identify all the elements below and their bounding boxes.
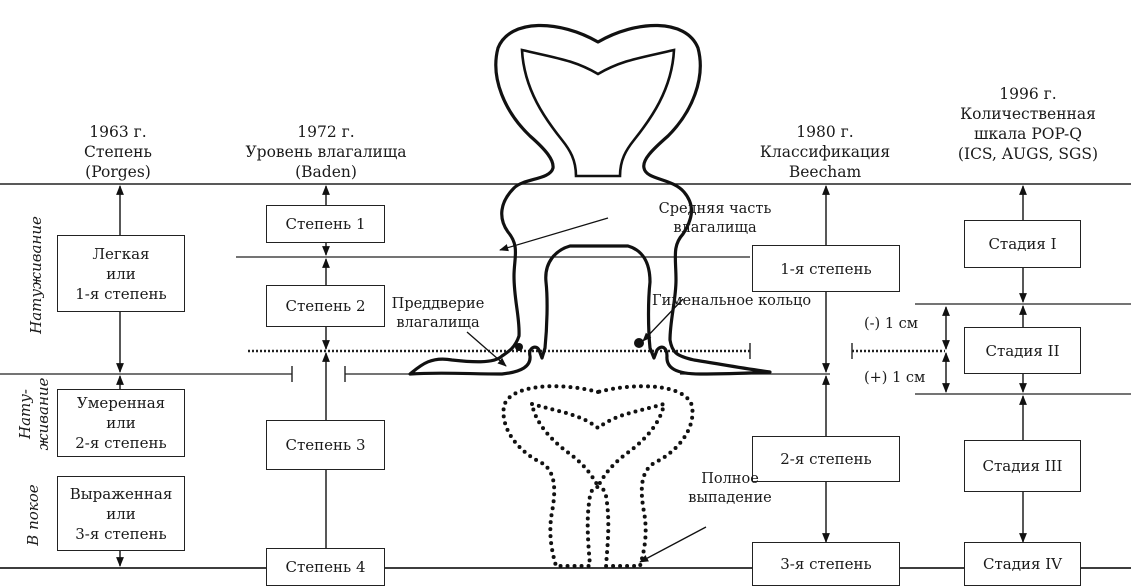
beecham-box-1st: 1-я степень	[752, 245, 900, 292]
baden-title: Уровень влагалища	[226, 142, 426, 162]
porges-author: (Porges)	[48, 162, 188, 182]
popq-box-stage-1: Стадия I	[964, 220, 1081, 268]
popq-box-stage-4: Стадия IV	[964, 542, 1081, 586]
popq-header: 1996 г. Количественная шкала POP-Q (ICS,…	[948, 84, 1108, 164]
minus-1cm-label: (-) 1 см	[864, 315, 918, 334]
beecham-author: Beecham	[750, 162, 900, 182]
porges-box-mild: Легкая или 1-я степень	[57, 235, 185, 312]
beecham-year: 1980 г.	[750, 122, 900, 142]
beecham-box-3rd: 3-я степень	[752, 542, 900, 586]
popq-societies: (ICS, AUGS, SGS)	[948, 144, 1108, 164]
vestibule-label: Преддверие влагалища	[388, 295, 488, 333]
baden-year: 1972 г.	[226, 122, 426, 142]
beecham-header: 1980 г. Классификация Beecham	[750, 122, 900, 182]
uterine-cavity	[522, 50, 674, 176]
complete-prolapse-label: Полное выпадение	[682, 470, 778, 508]
baden-box-degree-2: Степень 2	[266, 285, 385, 327]
hymen-label: Гименальное кольцо	[652, 292, 811, 311]
popq-title: Количественная	[948, 104, 1108, 124]
porges-box-severe: Выраженная или 3-я степень	[57, 476, 185, 551]
side-label-rest: В покое	[24, 470, 42, 560]
side-label-straining-short: Нату- живание	[16, 366, 52, 462]
popq-box-stage-2: Стадия II	[964, 327, 1081, 374]
plus-1cm-label: (+) 1 см	[864, 369, 925, 388]
popq-subtitle: шкала POP-Q	[948, 124, 1108, 144]
baden-header: 1972 г. Уровень влагалища (Baden)	[226, 122, 426, 182]
mid-vagina-label: Средняя часть влагалища	[655, 200, 775, 238]
popq-box-stage-3: Стадия III	[964, 440, 1081, 492]
side-label-straining: Натуживание	[27, 205, 45, 345]
prolapsed-uterus-outline	[503, 386, 692, 566]
porges-title: Степень	[48, 142, 188, 162]
baden-author: (Baden)	[226, 162, 426, 182]
popq-year: 1996 г.	[948, 84, 1108, 104]
baden-box-degree-4: Степень 4	[266, 548, 385, 586]
baden-box-degree-3: Степень 3	[266, 420, 385, 470]
porges-box-moderate: Умеренная или 2-я степень	[57, 389, 185, 457]
baden-box-degree-1: Степень 1	[266, 205, 385, 243]
porges-year: 1963 г.	[48, 122, 188, 142]
porges-header: 1963 г. Степень (Porges)	[48, 122, 188, 182]
beecham-title: Классификация	[750, 142, 900, 162]
